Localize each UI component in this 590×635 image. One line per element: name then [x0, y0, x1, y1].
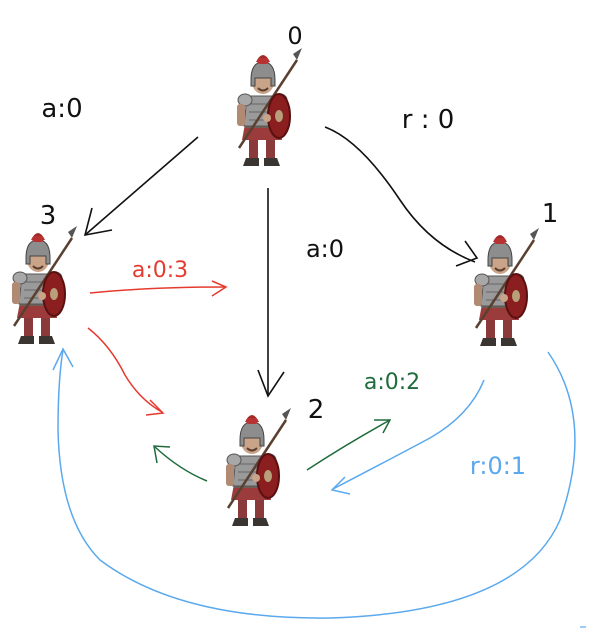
edge-3-to-2-arrowhead: [145, 399, 165, 416]
edge-label-0-1: r : 0: [402, 105, 455, 135]
node-0: 0: [235, 22, 304, 168]
edge-2-to-1: [306, 419, 391, 471]
edge-0-to-3: [84, 136, 199, 236]
roman-soldier-icon: [224, 406, 293, 528]
node-2-label: 2: [308, 395, 325, 425]
edge-label-1-2: r:0:1: [470, 452, 526, 480]
roman-soldier-icon: [235, 46, 304, 168]
node-1-label: 1: [542, 199, 559, 229]
edge-label-3-1: a:0:3: [132, 258, 188, 283]
edge-3-to-2: [87, 327, 163, 413]
node-3: 3: [10, 201, 79, 346]
edge-2-outgoing-left-arrowhead: [153, 445, 171, 464]
edge-0-to-3-arrowhead: [83, 207, 113, 237]
edge-label-0-2: a:0: [306, 235, 344, 263]
edge-0-to-2-arrowhead: [257, 369, 285, 398]
edge-0-to-1: [324, 126, 476, 263]
node-1: 1: [472, 199, 559, 348]
edge-label-0-3: a:0: [41, 94, 82, 124]
edge-1-to-2: [332, 379, 485, 490]
edge-label-2-1: a:0:2: [364, 370, 420, 395]
roman-soldier-icon: [10, 224, 79, 346]
edge-1-to-3: [57, 349, 576, 619]
edge-3-to-1: [89, 286, 226, 294]
node-2: 2: [224, 395, 325, 528]
edge-1-to-2-arrowhead: [330, 476, 351, 495]
edge-3-to-1-arrowhead: [211, 280, 228, 297]
node-3-label: 3: [40, 201, 57, 231]
node-0-label: 0: [287, 22, 302, 50]
edge-2-to-1-arrowhead: [374, 419, 392, 434]
edge-1-to-3-arrowhead: [52, 347, 74, 371]
edge-0-to-1-arrowhead: [455, 240, 479, 267]
edge-2-outgoing-left: [154, 446, 208, 482]
roman-soldier-icon: [472, 226, 541, 348]
